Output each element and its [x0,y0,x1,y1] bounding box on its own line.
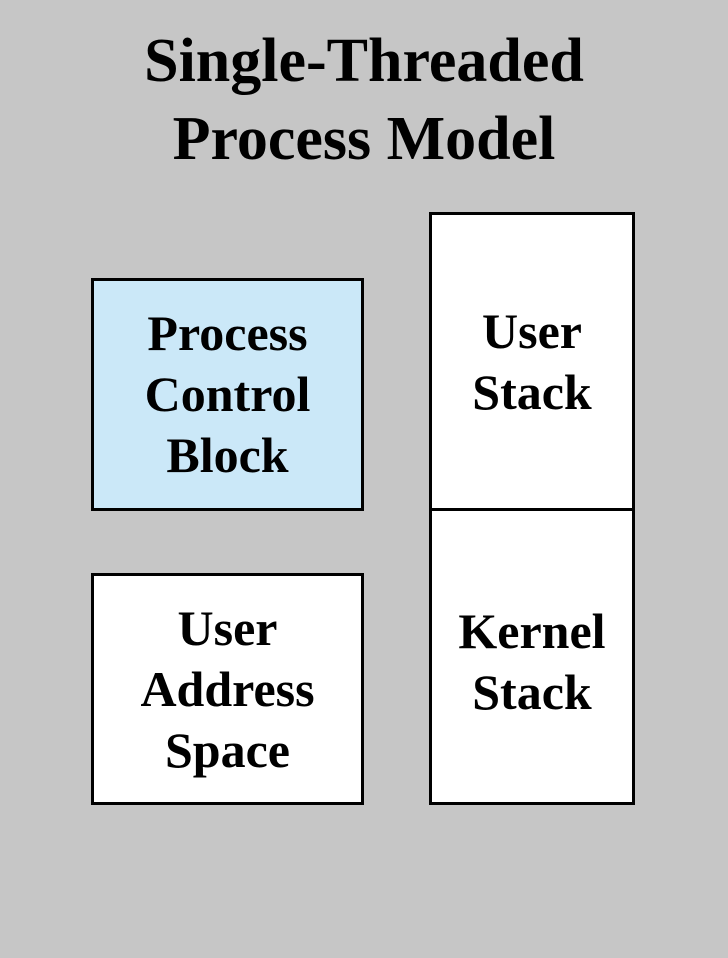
user-stack-label: User Stack [472,301,591,423]
label-line: Kernel [458,603,606,659]
label-line: Stack [472,664,592,720]
label-line: Space [165,721,290,778]
diagram-title: Single-Threaded Process Model [0,22,728,178]
title-line-1: Single-Threaded [144,27,584,95]
label-line: Stack [472,364,592,420]
label-line: Address [140,660,315,717]
label-line: User [177,599,278,656]
process-control-block-label: Process Control Block [145,303,311,486]
label-line: User [482,303,582,359]
label-line: Process [147,305,308,361]
label-line: Control [144,366,311,422]
kernel-stack: Kernel Stack [429,508,635,805]
process-control-block: Process Control Block [91,278,364,511]
label-line: Block [166,427,289,483]
user-address-space-label: User Address Space [140,598,314,781]
user-stack: User Stack [429,212,635,512]
user-address-space: User Address Space [91,573,364,805]
title-line-2: Process Model [172,105,556,173]
kernel-stack-label: Kernel Stack [458,601,605,723]
